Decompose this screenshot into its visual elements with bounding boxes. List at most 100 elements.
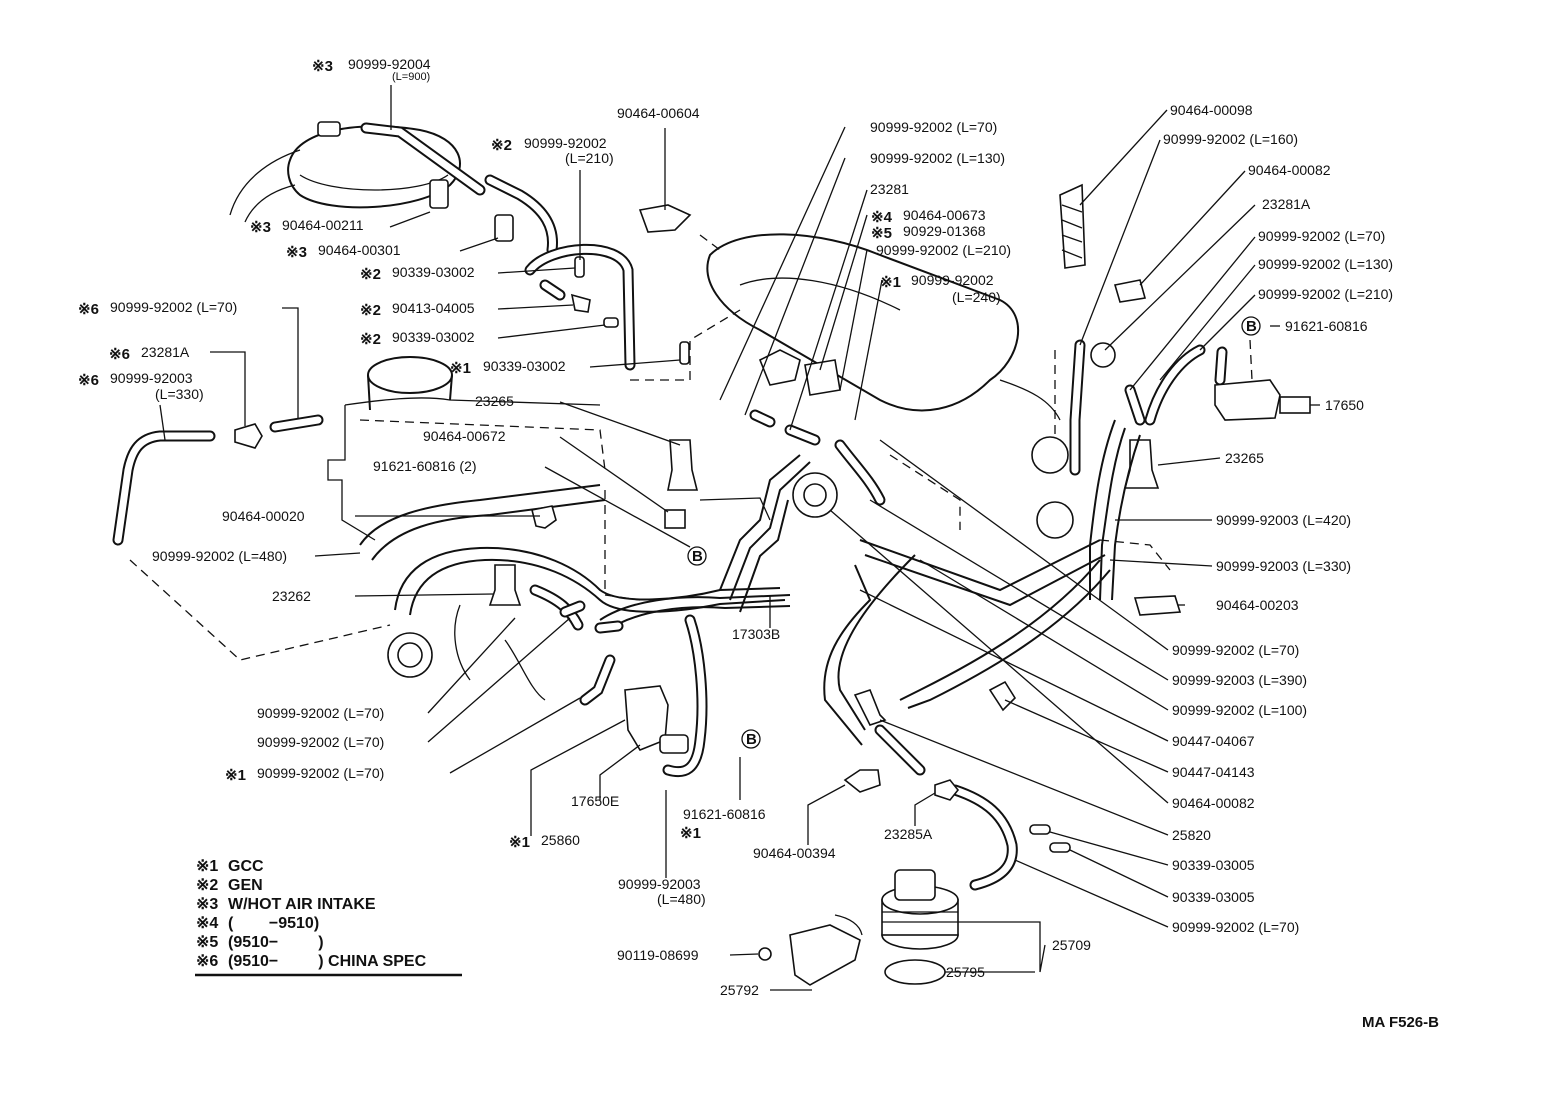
thermo-valve-23265-right xyxy=(1123,439,1160,489)
footnote-mark: ※6 xyxy=(109,346,130,363)
legend-mark: ※4 xyxy=(196,915,218,932)
callout-label: 90464-00203 xyxy=(1216,597,1299,613)
footnote-mark: ※3 xyxy=(250,219,271,236)
callout-label: 90999-92003 (L=420) xyxy=(1216,512,1351,528)
callout-label: 90464-00394 xyxy=(753,845,836,861)
clamp-90464-00203 xyxy=(1133,595,1182,616)
air-cleaner-housing xyxy=(229,121,461,223)
callout-label: 90999-92002 xyxy=(911,272,994,288)
legend-text: (9510− ) CHINA SPEC xyxy=(228,953,427,970)
callout-label: (L=330) xyxy=(155,386,204,402)
legend-text: GEN xyxy=(228,877,263,894)
callout-label: 90999-92003 (L=390) xyxy=(1172,672,1307,688)
bracket-25792 xyxy=(789,924,861,986)
callout-label: 25820 xyxy=(1172,827,1211,843)
callout-label: 90999-92002 (L=70) xyxy=(1172,919,1299,935)
clamp-90447-04143 xyxy=(988,680,1017,712)
clamp-90464-00394 xyxy=(843,769,881,793)
callout-label: 23285A xyxy=(884,826,933,842)
callout-label: 90464-00211 xyxy=(282,217,364,233)
callout-label: 17650E xyxy=(571,793,619,809)
callout-label: 90464-00604 xyxy=(617,105,700,121)
clamp-90464-00301 xyxy=(494,214,514,242)
footnote-mark: ※1 xyxy=(509,834,530,851)
callout-label: 90447-04143 xyxy=(1172,764,1255,780)
reference-b-left: B xyxy=(687,546,707,566)
callout-label: 90999-92002 (L=70) xyxy=(257,765,384,781)
vsv-17650 xyxy=(1214,379,1281,421)
callout-label: 90999-92003 xyxy=(110,370,193,386)
callout-label: 90999-92002 (L=160) xyxy=(1163,131,1298,147)
callout-label: 90464-00082 xyxy=(1172,795,1255,811)
legend-text: W/HOT AIR INTAKE xyxy=(228,896,376,913)
reference-b-bottom: B xyxy=(741,729,761,749)
callout-label: 90339-03002 xyxy=(392,329,475,345)
figure-code: MA F526-B xyxy=(1362,1014,1439,1031)
footnote-mark: ※2 xyxy=(360,266,381,283)
footnote-marks: ※3 ※2 ※3 ※3 ※2 ※2 ※2 ※1 ※6 ※6 ※6 ※1 ※1 ※… xyxy=(78,58,901,851)
thermo-valve-23262 xyxy=(488,564,522,606)
charcoal-canister-25709 xyxy=(881,869,959,985)
callout-label: 23281A xyxy=(1262,196,1311,212)
engine-block-left xyxy=(327,356,601,541)
legend-text: GCC xyxy=(228,858,264,875)
callout-label: 90464-00020 xyxy=(222,508,305,524)
legend-text: (9510− ) xyxy=(228,934,324,951)
svg-text:B: B xyxy=(692,548,703,565)
callout-label: 90999-92002 (L=70) xyxy=(870,119,997,135)
svg-text:B: B xyxy=(1246,318,1257,335)
callout-label: 90999-92004 xyxy=(348,56,431,72)
callout-label: 90999-92002 (L=130) xyxy=(870,150,1005,166)
callout-label: 90339-03002 xyxy=(483,358,566,374)
footnote-mark: ※1 xyxy=(680,825,701,842)
callout-label: (L=900) xyxy=(392,71,430,83)
callout-label: (L=240) xyxy=(952,289,1001,305)
footnote-mark: ※3 xyxy=(286,244,307,261)
callout-label: 90339-03002 xyxy=(392,264,475,280)
legend-mark: ※5 xyxy=(196,934,218,951)
clamp-90464-00604 xyxy=(638,204,692,233)
callout-label: 90999-92002 (L=480) xyxy=(152,548,287,564)
callout-label: 90999-92002 (L=100) xyxy=(1172,702,1307,718)
callout-label: 23265 xyxy=(475,393,514,409)
callout-label: 90999-92002 (L=130) xyxy=(1258,256,1393,272)
bolt-90119-08699 xyxy=(758,947,772,961)
footnote-mark: ※2 xyxy=(360,302,381,319)
callout-label: 25860 xyxy=(541,832,580,848)
callout-label: 25709 xyxy=(1052,937,1091,953)
callout-label: 90464-00672 xyxy=(423,428,506,444)
legend-mark: ※1 xyxy=(196,858,218,875)
clamp-90464-00211 xyxy=(429,179,449,209)
clamp-90464-00098 xyxy=(1059,183,1086,269)
leader-lines xyxy=(159,85,1320,991)
clamp-90464-00082-top xyxy=(1113,279,1147,303)
legend-text: ( −9510) xyxy=(228,915,319,932)
callout-label: 90999-92002 (L=70) xyxy=(1258,228,1385,244)
callout-label: 90999-92002 (L=70) xyxy=(257,705,384,721)
callout-label: 90999-92002 (L=70) xyxy=(257,734,384,750)
thermo-valve-23265-left xyxy=(667,439,699,491)
callout-label: 90999-92003 xyxy=(618,876,701,892)
callout-label: 90464-00082 xyxy=(1248,162,1331,178)
filter-25795 xyxy=(884,959,946,985)
callout-label: 17303B xyxy=(732,626,780,642)
footnote-mark: ※6 xyxy=(78,372,99,389)
callout-label: 90999-92002 xyxy=(524,135,607,151)
callout-label: 90339-03005 xyxy=(1172,857,1255,873)
footnote-mark: ※1 xyxy=(225,767,246,784)
callout-label: 25792 xyxy=(720,982,759,998)
callout-labels: 90999-92004 (L=900) 90999-92002 (L=210) … xyxy=(110,56,1393,998)
legend-mark: ※2 xyxy=(196,877,218,894)
callout-label: 23262 xyxy=(272,588,311,604)
callout-label: 23281 xyxy=(870,181,909,197)
footnote-mark: ※5 xyxy=(871,225,892,242)
callout-label: 91621-60816 xyxy=(1285,318,1368,334)
footnote-mark: ※6 xyxy=(78,301,99,318)
clamp-90464-00672 xyxy=(664,509,686,529)
callout-label: (L=210) xyxy=(565,150,614,166)
callout-label: 90999-92002 (L=210) xyxy=(876,242,1011,258)
callout-label: 90339-03005 xyxy=(1172,889,1255,905)
legend: ※1 GCC ※2 GEN ※3 W/HOT AIR INTAKE ※4 ( −… xyxy=(195,858,462,977)
callout-label: 91621-60816 (2) xyxy=(373,458,477,474)
